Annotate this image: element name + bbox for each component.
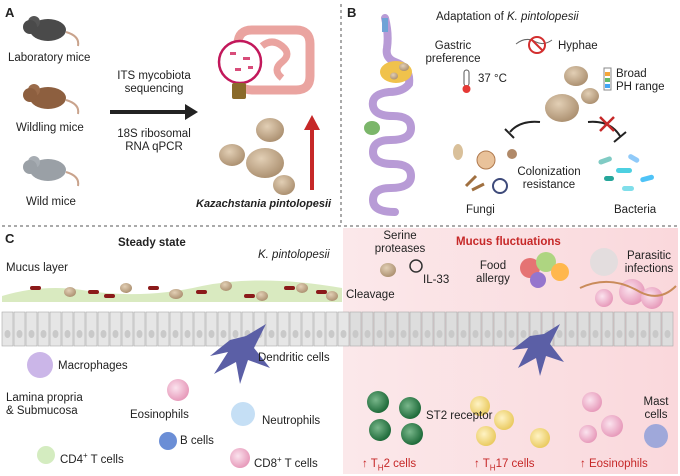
food-icon (520, 252, 569, 288)
species-label: K. pintolopesii (258, 249, 330, 261)
mast-cell-icon (644, 424, 668, 448)
inhibit-bacteria-bar (613, 131, 627, 143)
cd8-tcell-icon (230, 448, 250, 468)
eosinophils-label: Eosinophils (130, 409, 189, 421)
wild-mouse-icon (23, 156, 80, 187)
bacteria-label: Bacteria (614, 204, 657, 216)
mucus-layer-label: Mucus layer (6, 262, 68, 274)
hyphae-label: Hyphae (558, 40, 598, 52)
fungi-label: Fungi (466, 204, 495, 216)
eosinophils-up-label: ↑ Eosinophils (580, 458, 648, 470)
bacteria-icon (598, 154, 654, 191)
cd4-tcell-icon (37, 446, 55, 464)
cleavage-label: Cleavage (346, 289, 395, 301)
macrophages-label: Macrophages (58, 360, 128, 372)
panel-b-title: Adaptation of K. pintolopesii (436, 11, 579, 23)
lab-mice-label: Laboratory mice (8, 52, 91, 64)
inhibit-fungi-line (509, 120, 541, 133)
hyphae-forbidden-icon (515, 36, 553, 54)
fluct-dendritic-icon (512, 324, 564, 376)
neutrophils-label: Neutrophils (262, 415, 321, 427)
intestine-icon (233, 25, 315, 95)
organism-label: Kazachstania pintolopesii (196, 198, 332, 210)
stomach-yeast-icon (390, 63, 409, 80)
mucus-particles (30, 286, 327, 298)
sequencing-arrowhead (185, 104, 198, 120)
gi-tract-icon (364, 14, 416, 216)
epithelium-layer (1, 311, 674, 347)
eosinophil-icon (167, 379, 189, 401)
microbiota-dots (230, 52, 253, 71)
th2-cells-label: ↑ TH2 cells (362, 458, 417, 473)
neutrophil-icon (231, 402, 255, 426)
st2-receptor-label: ST2 receptor (426, 410, 493, 422)
thermometer-icon (462, 69, 471, 93)
fecal-tube-icon (232, 83, 246, 99)
steady-yeast (64, 281, 338, 301)
ph-strip-icon (603, 67, 612, 91)
th2-cells (367, 391, 423, 445)
protease-yeast (380, 259, 423, 277)
inhibit-fungi-bar (504, 128, 515, 139)
fungi-icon (453, 144, 517, 194)
cd8-tcells-label: CD8+ T cells (254, 455, 318, 470)
panel-a-letter: A (5, 5, 15, 20)
lamina-propria-label: Lamina propria& Submucosa (6, 392, 83, 417)
lab-mouse-icon (23, 16, 80, 47)
wild-mice-label: Wild mice (26, 196, 76, 208)
b-cell-icon (159, 432, 177, 450)
steady-state-label: Steady state (118, 237, 186, 249)
fluctuation-background (343, 228, 678, 474)
il33-label: IL-33 (423, 274, 450, 286)
th17-cells-label: ↑ TH17 cells (474, 458, 535, 473)
cd4-tcells-label: CD4+ T cells (60, 451, 124, 466)
wildling-mouse-icon (23, 84, 80, 115)
dendritic-cell-icon (210, 324, 270, 384)
increase-arrowhead (304, 115, 320, 130)
b-yeast-cells (545, 66, 599, 122)
temperature-label: 37 °C (478, 73, 507, 85)
red-cross-icon (599, 116, 615, 132)
th17-cells (470, 396, 550, 448)
eosinophil-cluster (579, 392, 623, 443)
dendritic-cells-label: Dendritic cells (258, 352, 330, 364)
wildling-mice-label: Wildling mice (16, 122, 84, 134)
inhibit-bacteria-line (587, 120, 621, 137)
b-cells-label: B cells (180, 435, 214, 447)
magnifier-icon (217, 39, 263, 85)
macrophage-icon (27, 352, 53, 378)
panel-c-letter: C (5, 231, 15, 246)
panel-b-letter: B (347, 5, 357, 20)
mucus-fluctuations-label: Mucus fluctuations (456, 236, 561, 248)
kazachstania-yeast-icon (219, 118, 295, 195)
parasite-cells (579, 248, 677, 309)
